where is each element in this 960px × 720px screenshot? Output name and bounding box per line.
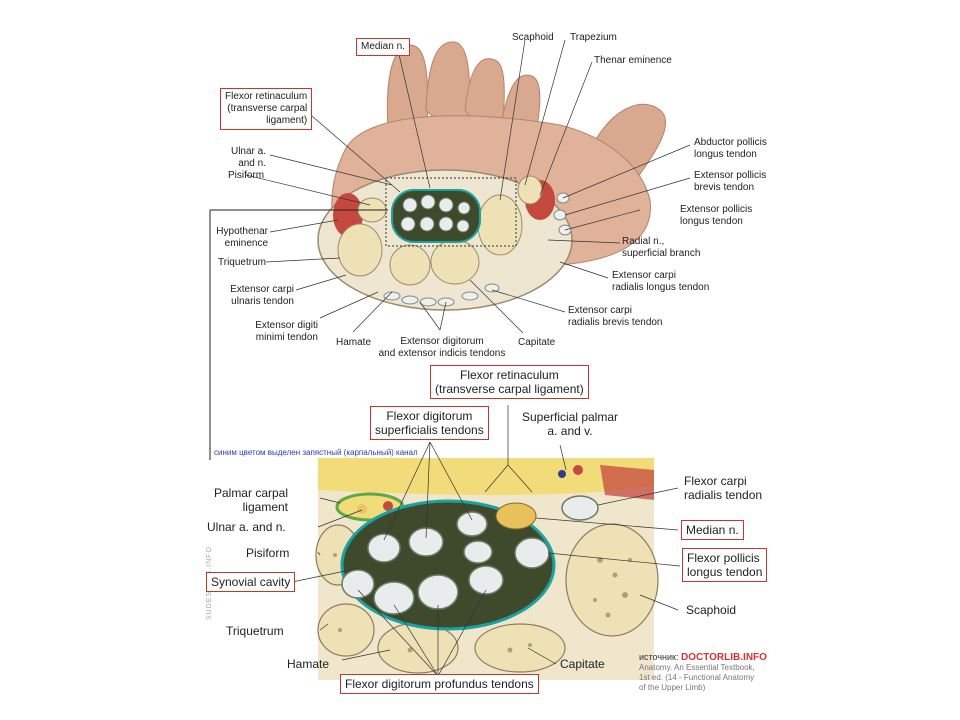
source-credit: источник: DOCTORLIB.INFO Anatomy. An Ess… <box>639 652 767 693</box>
label-scaphoid-bottom: Scaphoid <box>686 603 737 617</box>
label-hamate-bottom: Hamate <box>287 657 330 671</box>
ulnar-artery <box>383 501 393 511</box>
label-pisiform-top: Pisiform <box>228 170 265 181</box>
extensor-tendons-top <box>383 192 572 307</box>
leader-lines-bottom <box>291 405 681 677</box>
fat-layer <box>318 458 654 495</box>
fds-tendons <box>367 511 493 564</box>
label-capitate-bottom: Capitate <box>560 657 605 671</box>
label-fds-bottom: Flexor digitorum superficialis tendons <box>370 406 489 440</box>
label-radial-n-top: Radial n.,superficial branch <box>622 236 701 259</box>
source-brand-link[interactable]: DOCTORLIB.INFO <box>681 652 767 663</box>
zoom-box <box>385 177 517 247</box>
label-ulnar-top: Ulnar a.and n. <box>230 146 266 169</box>
label-scaphoid-top: Scaphoid <box>512 32 554 43</box>
label-ulnar-bottom: Ulnar a. and n. <box>207 520 286 534</box>
fpl-tendon <box>514 537 550 569</box>
label-pisiform-bottom: Pisiform <box>246 546 290 560</box>
caption-russian: синим цветом выделен запястный (карпальн… <box>214 448 418 457</box>
source-line: 1st ed. (14 - Functional Anatomy <box>639 673 755 682</box>
source-prefix: источник: <box>639 652 679 662</box>
label-synovial-cavity-bottom: Synovial cavity <box>206 572 296 592</box>
source-line: of the Upper Limb) <box>639 683 706 692</box>
label-fdp-bottom: Flexor digitorum profundus tendons <box>340 674 539 694</box>
label-trapezium-top: Trapezium <box>570 32 617 43</box>
label-hamate-top: Hamate <box>336 337 372 348</box>
source-line: Anatomy. An Essential Textbook, <box>639 663 755 672</box>
tendons-top <box>400 194 471 233</box>
ulnar-nerve <box>357 504 367 514</box>
label-median-n-bottom: Median n. <box>681 520 744 540</box>
label-triquetrum-bottom: Triquetrum <box>226 624 284 638</box>
label-median-n-top: Median n. <box>356 38 410 56</box>
label-thenar-top: Thenar eminence <box>594 55 672 66</box>
label-flexor-retinaculum-top: Flexor retinaculum (transverse carpal li… <box>220 88 313 130</box>
median-nerve-bottom <box>495 502 537 530</box>
label-flexor-retinaculum-bottom: Flexor retinaculum (transverse carpal li… <box>430 365 589 399</box>
fcr-tendon <box>561 495 599 521</box>
leader-lines-top <box>245 39 691 334</box>
carpal-tunnel-top <box>391 189 481 243</box>
superficial-palmar-vein <box>558 470 566 478</box>
label-capitate-top: Capitate <box>518 337 556 348</box>
superficial-palmar-artery <box>573 465 583 475</box>
fcr-region <box>600 465 654 500</box>
label-triquetrum-top: Triquetrum <box>218 257 266 268</box>
